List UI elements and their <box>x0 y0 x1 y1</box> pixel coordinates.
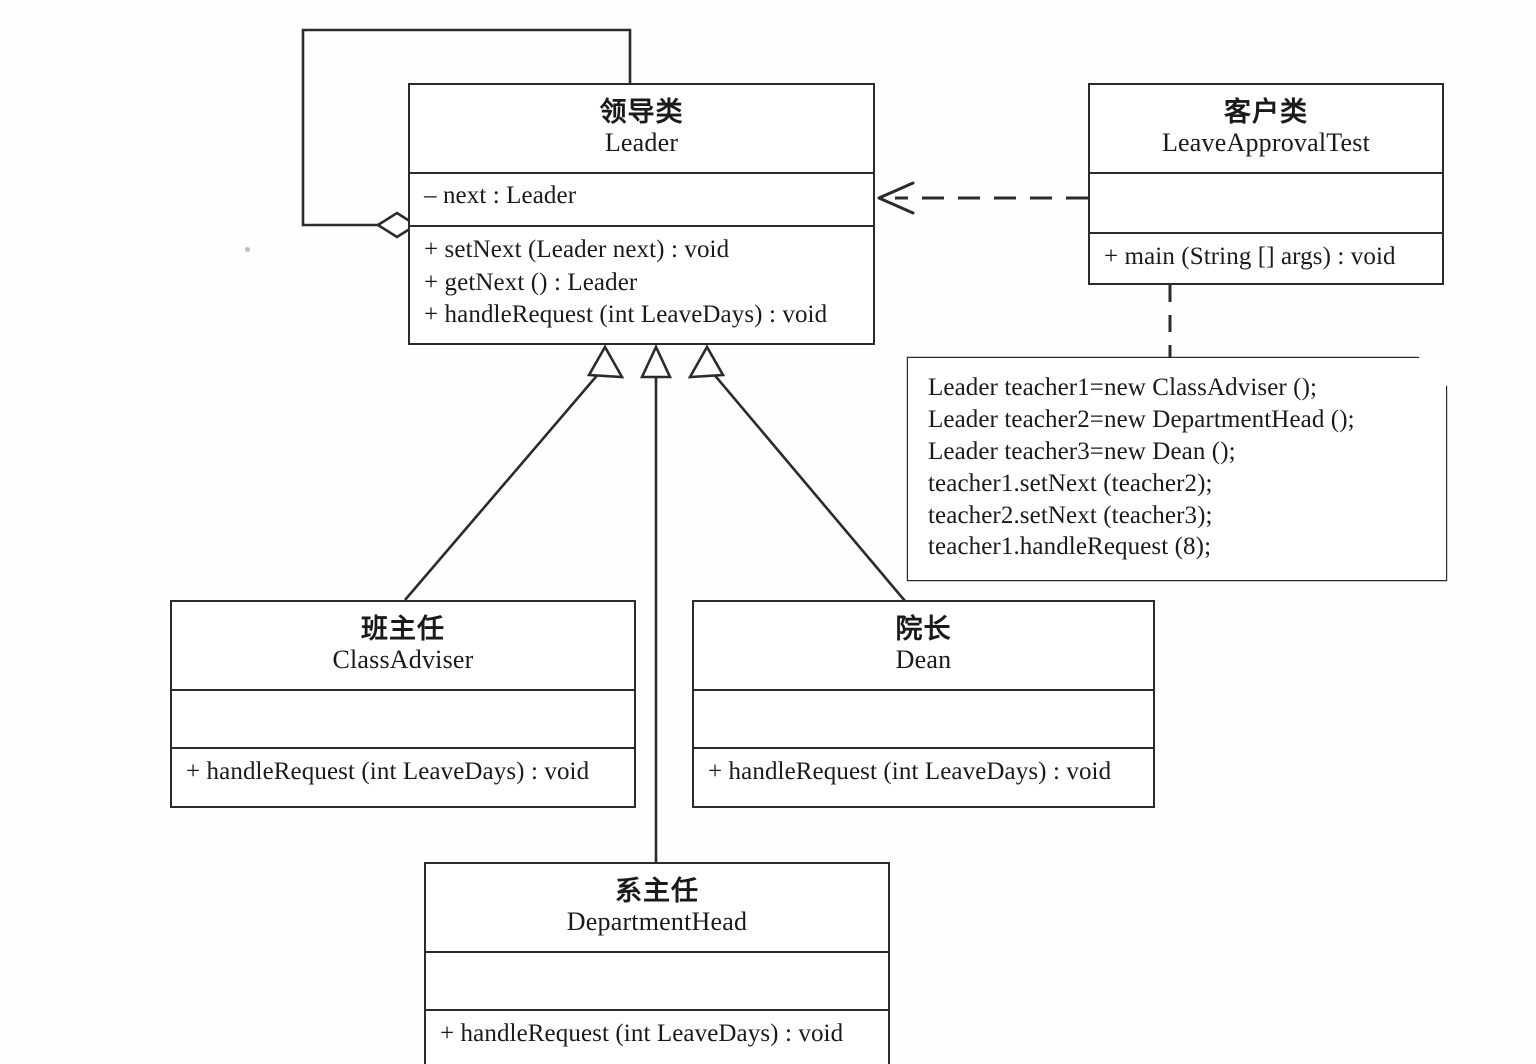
note-line: teacher1.handleRequest (8); <box>928 533 1212 561</box>
class-name-cn: 系主任 <box>615 875 699 906</box>
generalization-dean <box>687 344 906 602</box>
class-box-client[interactable]: 客户类 LeaveApprovalTest + main (String [] … <box>1088 83 1444 285</box>
class-name-en: DepartmentHead <box>566 906 748 936</box>
class-operations-class-adviser: + handleRequest (int LeaveDays) : void <box>172 749 634 797</box>
class-box-department-head[interactable]: 系主任 DepartmentHead + handleRequest (int … <box>424 862 890 1064</box>
scan-speck <box>245 247 250 252</box>
class-header-client: 客户类 LeaveApprovalTest <box>1090 85 1442 174</box>
operation-row: + handleRequest (int LeaveDays) : void <box>440 1020 844 1047</box>
class-attributes-dean <box>694 691 1153 749</box>
class-box-dean[interactable]: 院长 Dean + handleRequest (int LeaveDays) … <box>692 600 1155 808</box>
operation-row: + handleRequest (int LeaveDays) : void <box>186 758 590 785</box>
generalization-department-head <box>639 343 673 862</box>
class-box-class-adviser[interactable]: 班主任 ClassAdviser + handleRequest (int Le… <box>170 600 636 808</box>
operation-row: + handleRequest (int LeaveDays) : void <box>708 758 1112 785</box>
operation-row: + handleRequest (int LeaveDays) : void <box>424 301 828 328</box>
class-operations-department-head: + handleRequest (int LeaveDays) : void <box>426 1011 888 1059</box>
class-attributes-client <box>1090 174 1442 234</box>
note-code-snippet: Leader teacher1=new ClassAdviser (); Lea… <box>908 358 1446 580</box>
operation-row: + main (String [] args) : void <box>1104 243 1396 270</box>
class-operations-client: + main (String [] args) : void <box>1090 234 1442 282</box>
class-attributes-class-adviser <box>172 691 634 749</box>
generalization-class-adviser <box>404 344 625 601</box>
class-header-dean: 院长 Dean <box>694 602 1153 691</box>
class-name-cn: 班主任 <box>361 613 445 644</box>
class-name-cn: 客户类 <box>1224 96 1308 127</box>
class-attributes-leader: – next : Leader <box>410 174 873 227</box>
note-line: teacher2.setNext (teacher3); <box>928 501 1213 529</box>
note-line: Leader teacher1=new ClassAdviser (); <box>928 374 1318 401</box>
class-name-en: LeaveApprovalTest <box>1161 127 1371 157</box>
inheritance-triangle-icon <box>639 343 673 379</box>
class-box-leader[interactable]: 领导类 Leader – next : Leader + setNext (Le… <box>408 83 875 345</box>
attribute-row: – next : Leader <box>424 182 577 209</box>
class-header-leader: 领导类 Leader <box>410 85 873 174</box>
class-header-class-adviser: 班主任 ClassAdviser <box>172 602 634 691</box>
class-name-en: Leader <box>604 127 679 157</box>
operation-row: + getNext () : Leader <box>424 268 638 296</box>
class-name-en: ClassAdviser <box>332 644 474 674</box>
note-line: Leader teacher3=new Dean (); <box>928 437 1236 465</box>
class-operations-dean: + handleRequest (int LeaveDays) : void <box>694 749 1153 797</box>
note-line: Leader teacher2=new DepartmentHead (); <box>928 405 1355 433</box>
class-name-en: Dean <box>895 644 952 674</box>
dependency-arrow-client-to-leader <box>877 181 1088 215</box>
inheritance-triangle-icon <box>687 344 726 379</box>
class-name-cn: 院长 <box>895 613 952 644</box>
class-attributes-department-head <box>426 953 888 1011</box>
note-line: teacher1.setNext (teacher2); <box>928 469 1213 497</box>
class-name-cn: 领导类 <box>599 96 684 127</box>
class-header-department-head: 系主任 DepartmentHead <box>426 864 888 953</box>
class-operations-leader: + setNext (Leader next) : void + getNext… <box>410 227 873 340</box>
operation-row: + setNext (Leader next) : void <box>424 236 730 263</box>
inheritance-triangle-icon <box>586 344 625 379</box>
